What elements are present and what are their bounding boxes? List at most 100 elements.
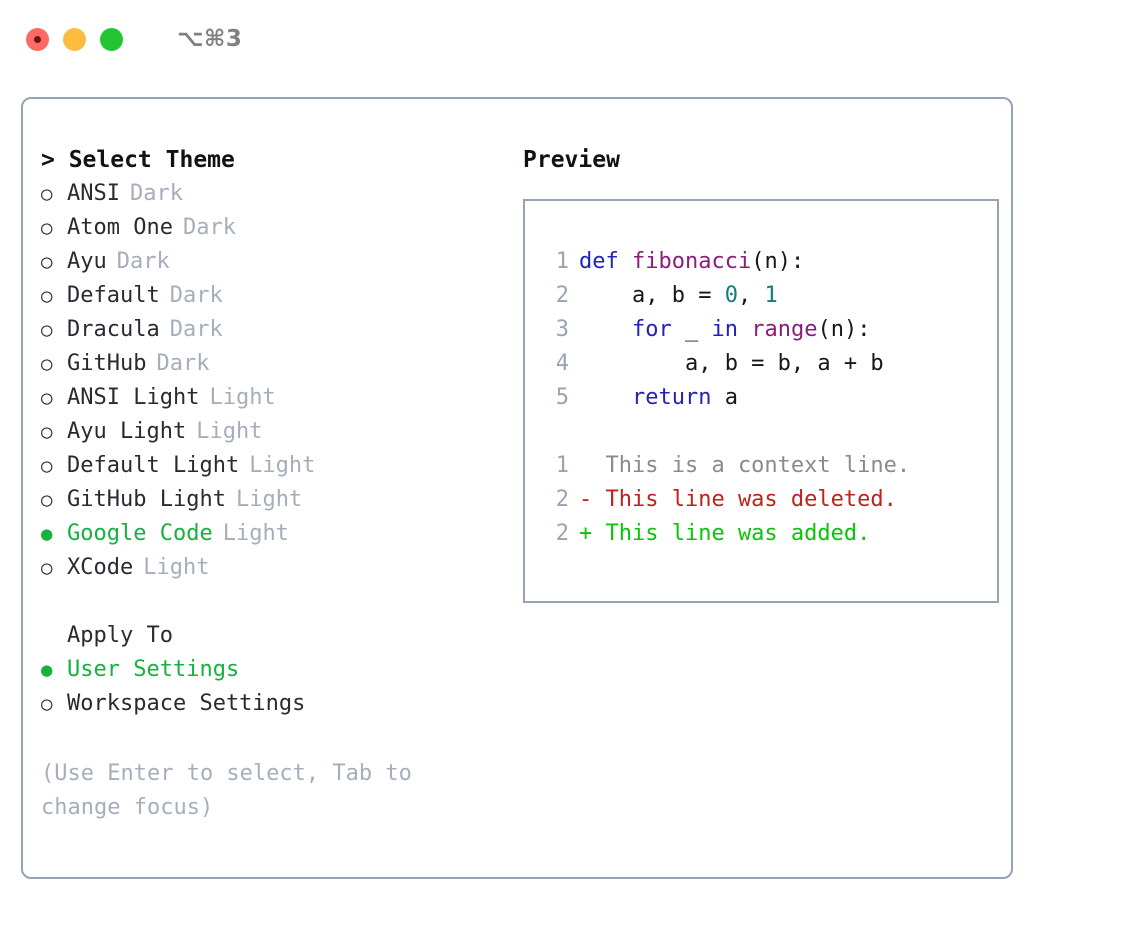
code-token-num: 1 xyxy=(764,283,778,308)
apply-to-option-workspace-settings[interactable]: ○ Workspace Settings xyxy=(41,687,501,721)
apply-to-group: Apply To ●User Settings ○ Workspace Settin… xyxy=(41,619,501,721)
theme-option-label: Default Light xyxy=(67,453,240,478)
theme-kind-badge: Light xyxy=(235,487,303,512)
line-number: 3 xyxy=(555,317,569,342)
radio-unselected-icon[interactable]: ○ xyxy=(41,353,53,375)
theme-option-label: Google Code xyxy=(67,521,213,546)
diff-line-del: 2 - This line was deleted. xyxy=(543,483,997,517)
line-number: 4 xyxy=(555,351,569,376)
diff-line-text: + This line was added. xyxy=(579,521,871,546)
theme-option-default-light[interactable]: ○ Default Light Light xyxy=(41,449,501,483)
radio-unselected-icon[interactable]: ○ xyxy=(41,489,53,511)
apply-to-heading: Apply To xyxy=(67,623,173,648)
close-window-button[interactable] xyxy=(26,27,49,51)
code-token-txt: a, b = b, a + b xyxy=(579,351,884,376)
radio-selected-icon[interactable]: ● xyxy=(41,659,53,681)
theme-option-default[interactable]: ○ Default Dark xyxy=(41,279,501,313)
theme-option-ansi[interactable]: ○ ANSI Dark xyxy=(41,177,501,211)
code-token-fn: fibonacci xyxy=(632,249,752,274)
code-line: 2 a, b = 0, 1 xyxy=(543,279,997,313)
code-line: 4 a, b = b, a + b xyxy=(543,347,997,381)
theme-kind-badge: Dark xyxy=(116,249,170,274)
diff-line-add: 2 + This line was added. xyxy=(543,517,997,551)
code-token-fn: range xyxy=(751,317,818,342)
radio-unselected-icon[interactable]: ○ xyxy=(41,217,53,239)
theme-option-google-code[interactable]: ● Google Code Light xyxy=(41,517,501,551)
radio-selected-icon[interactable]: ● xyxy=(41,523,53,545)
line-number: 1 xyxy=(555,453,569,478)
theme-kind-badge: Dark xyxy=(129,181,183,206)
traffic-lights xyxy=(26,27,123,51)
line-number: 1 xyxy=(555,249,569,274)
theme-kind-badge: Light xyxy=(249,453,316,478)
line-number: 2 xyxy=(555,283,569,308)
code-token-num: 0 xyxy=(724,283,738,308)
theme-option-ansi-light[interactable]: ○ ANSI Light Light xyxy=(41,381,501,415)
theme-option-label: GitHub xyxy=(67,351,147,376)
select-theme-heading: > Select Theme xyxy=(41,147,235,173)
theme-option-dracula[interactable]: ○ Dracula Dark xyxy=(41,313,501,347)
theme-kind-badge: Light xyxy=(209,385,276,410)
theme-kind-badge: Dark xyxy=(169,283,223,308)
code-token-txt xyxy=(579,317,632,342)
code-token-txt: a, b = xyxy=(579,283,725,308)
zoom-window-button[interactable] xyxy=(100,27,123,51)
apply-to-options[interactable]: ●User Settings ○ Workspace Settings xyxy=(41,653,501,721)
theme-option-label: XCode xyxy=(67,555,134,580)
code-token-txt: (n): xyxy=(817,317,871,342)
radio-unselected-icon[interactable]: ○ xyxy=(41,183,53,205)
line-number: 2 xyxy=(555,521,569,546)
code-token-txt: _ xyxy=(671,317,712,342)
code-token-kw: in xyxy=(711,317,738,342)
theme-option-label: GitHub Light xyxy=(67,487,226,512)
preview-spacer xyxy=(543,415,997,449)
line-number: 2 xyxy=(555,487,569,512)
theme-kind-badge: Light xyxy=(222,521,289,546)
apply-to-option-label: Workspace Settings xyxy=(67,691,306,716)
diff-line-text: This is a context line. xyxy=(579,453,911,478)
radio-unselected-icon[interactable]: ○ xyxy=(41,421,53,443)
code-line: 5 return a xyxy=(543,381,997,415)
theme-kind-badge: Dark xyxy=(169,317,223,342)
window-titlebar: ⌥⌘3 xyxy=(0,0,1140,78)
theme-option-github[interactable]: ○ GitHub Dark xyxy=(41,347,501,381)
code-token-kw: for xyxy=(631,317,672,342)
radio-unselected-icon[interactable]: ○ xyxy=(41,319,53,341)
theme-option-github-light[interactable]: ○ GitHub Light Light xyxy=(41,483,501,517)
theme-kind-badge: Light xyxy=(196,419,263,444)
code-token-txt: (n): xyxy=(751,249,805,274)
keyboard-shortcut-label: ⌥⌘3 xyxy=(177,26,243,52)
theme-kind-badge: Dark xyxy=(156,351,210,376)
theme-option-label: Default xyxy=(67,283,160,308)
radio-unselected-icon[interactable]: ○ xyxy=(41,557,53,579)
theme-option-label: Dracula xyxy=(67,317,160,342)
theme-option-label: ANSI xyxy=(67,181,120,206)
code-line: 3 for _ in range(n): xyxy=(543,313,997,347)
theme-option-ayu-light[interactable]: ○ Ayu Light Light xyxy=(41,415,501,449)
diff-sample: 1 This is a context line. 2 - This line wa… xyxy=(543,449,997,551)
radio-unselected-icon[interactable]: ○ xyxy=(41,251,53,273)
diff-line-text: - This line was deleted. xyxy=(579,487,897,512)
radio-unselected-icon[interactable]: ○ xyxy=(41,285,53,307)
radio-unselected-icon[interactable]: ○ xyxy=(41,693,53,715)
radio-unselected-icon[interactable]: ○ xyxy=(41,387,53,409)
code-token-txt xyxy=(738,317,751,342)
theme-option-xcode[interactable]: ○ XCode Light xyxy=(41,551,501,585)
apply-to-option-user-settings[interactable]: ●User Settings xyxy=(41,653,501,687)
minimize-window-button[interactable] xyxy=(63,27,86,51)
theme-option-label: Ayu Light xyxy=(67,419,187,444)
theme-kind-badge: Light xyxy=(143,555,210,580)
radio-unselected-icon[interactable]: ○ xyxy=(41,455,53,477)
preview-heading: Preview xyxy=(523,147,620,173)
theme-option-label: ANSI Light xyxy=(67,385,200,410)
code-token-kw: return xyxy=(631,385,712,410)
